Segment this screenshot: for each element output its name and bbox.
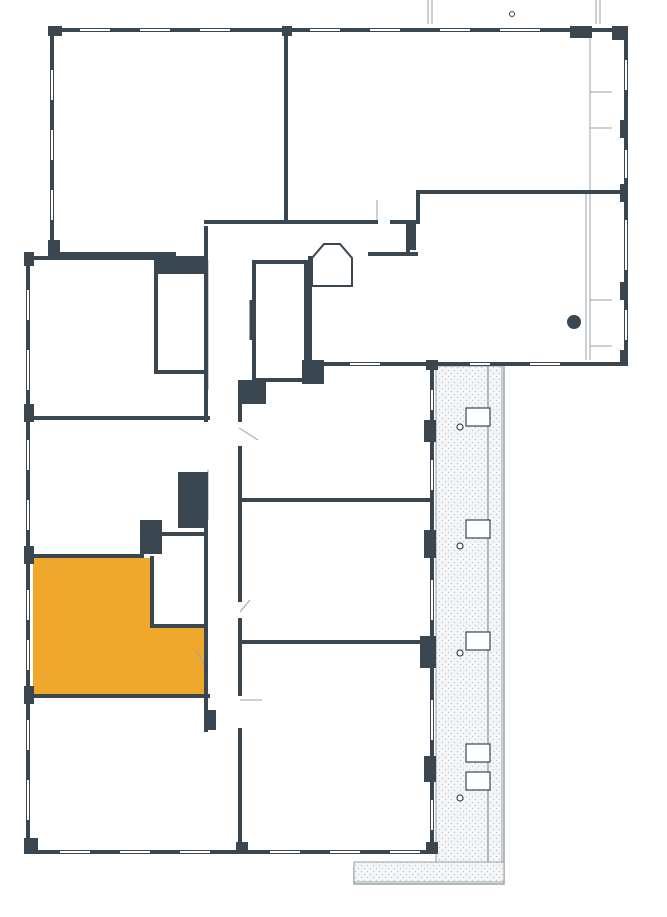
terrace-fixtures <box>456 407 491 802</box>
wall-right-unit-top <box>390 190 626 224</box>
highlighted-unit[interactable] <box>33 558 207 696</box>
window-lines <box>195 0 612 701</box>
planter <box>465 743 491 763</box>
terrace <box>353 365 505 885</box>
drain <box>456 649 464 657</box>
drain <box>456 423 464 431</box>
planter <box>465 407 491 427</box>
wall-left-divider-2 <box>28 526 208 558</box>
planter <box>465 631 491 651</box>
column <box>567 315 581 329</box>
planter <box>465 519 491 539</box>
drain <box>509 11 515 17</box>
planter <box>465 771 491 791</box>
terrace-bottom-strip <box>353 861 505 883</box>
window-gaps <box>27 29 627 853</box>
fixtures <box>177 243 353 340</box>
drain <box>456 794 464 802</box>
wall-core <box>252 260 308 382</box>
bay-window <box>311 243 353 287</box>
shaft-box <box>177 257 191 273</box>
wall-unit-left-top <box>28 256 208 374</box>
wall-blocks <box>24 26 628 854</box>
drain <box>456 542 464 550</box>
outer-wall-top <box>50 28 628 366</box>
walls <box>26 28 628 854</box>
